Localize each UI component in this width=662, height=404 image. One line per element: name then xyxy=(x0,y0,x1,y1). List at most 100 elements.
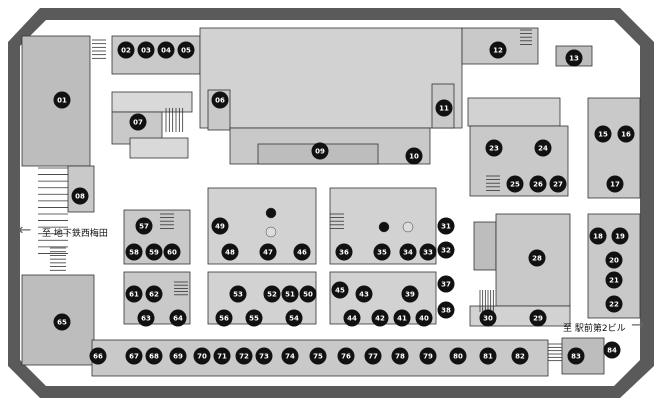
shop-marker-50[interactable]: 50 xyxy=(299,285,317,303)
shop-marker-circle xyxy=(259,243,277,261)
shop-marker-30[interactable]: 30 xyxy=(479,309,497,327)
shop-marker-33[interactable]: 33 xyxy=(419,243,437,261)
shop-marker-15[interactable]: 15 xyxy=(594,125,612,143)
shop-block xyxy=(199,27,463,129)
shop-marker-49[interactable]: 49 xyxy=(211,217,229,235)
shop-marker-84[interactable]: 84 xyxy=(603,341,621,359)
shop-marker-82[interactable]: 82 xyxy=(511,347,529,365)
shop-marker-76[interactable]: 76 xyxy=(337,347,355,365)
shop-marker-07[interactable]: 07 xyxy=(129,113,147,131)
shop-marker-26[interactable]: 26 xyxy=(529,175,547,193)
shop-marker-31[interactable]: 31 xyxy=(437,217,455,235)
shop-marker-20[interactable]: 20 xyxy=(605,251,623,269)
shop-marker-55[interactable]: 55 xyxy=(245,309,263,327)
shop-marker-60[interactable]: 60 xyxy=(163,243,181,261)
shop-marker-06[interactable]: 06 xyxy=(211,91,229,109)
shop-marker-37[interactable]: 37 xyxy=(437,275,455,293)
shop-marker-05[interactable]: 05 xyxy=(177,41,195,59)
shop-marker-19[interactable]: 19 xyxy=(611,227,629,245)
shop-marker-67[interactable]: 67 xyxy=(125,347,143,365)
shop-marker-21[interactable]: 21 xyxy=(605,271,623,289)
shop-number: 37 xyxy=(441,281,451,289)
shop-marker-46[interactable]: 46 xyxy=(293,243,311,261)
shop-marker-circle xyxy=(435,99,453,117)
shop-marker-68[interactable]: 68 xyxy=(145,347,163,365)
shop-marker-56[interactable]: 56 xyxy=(215,309,233,327)
shop-marker-01[interactable]: 01 xyxy=(53,91,71,109)
shop-marker-circle xyxy=(169,309,187,327)
shop-marker-42[interactable]: 42 xyxy=(371,309,389,327)
shop-marker-59[interactable]: 59 xyxy=(145,243,163,261)
shop-marker-54[interactable]: 54 xyxy=(285,309,303,327)
shop-marker-35[interactable]: 35 xyxy=(373,243,391,261)
exit-label-left: 至 地下鉄西梅田 xyxy=(42,229,108,239)
shop-marker-29[interactable]: 29 xyxy=(529,309,547,327)
shop-marker-39[interactable]: 39 xyxy=(401,285,419,303)
shop-marker-38[interactable]: 38 xyxy=(437,301,455,319)
shop-marker-13[interactable]: 13 xyxy=(565,49,583,67)
shop-marker-69[interactable]: 69 xyxy=(169,347,187,365)
shop-marker-circle xyxy=(371,309,389,327)
shop-marker-22[interactable]: 22 xyxy=(605,295,623,313)
shop-marker-70[interactable]: 70 xyxy=(193,347,211,365)
shop-marker-28[interactable]: 28 xyxy=(528,249,546,267)
shop-marker-79[interactable]: 79 xyxy=(419,347,437,365)
shop-marker-61[interactable]: 61 xyxy=(125,285,143,303)
shop-marker-04[interactable]: 04 xyxy=(157,41,175,59)
shop-marker-11[interactable]: 11 xyxy=(435,99,453,117)
shop-marker-16[interactable]: 16 xyxy=(617,125,635,143)
shop-number: 27 xyxy=(553,181,563,189)
shop-marker-03[interactable]: 03 xyxy=(137,41,155,59)
shop-number: 71 xyxy=(217,353,227,361)
shop-marker-32[interactable]: 32 xyxy=(437,241,455,259)
shop-marker-circle xyxy=(364,347,382,365)
shop-marker-44[interactable]: 44 xyxy=(343,309,361,327)
shop-marker-75[interactable]: 75 xyxy=(309,347,327,365)
shop-marker-48[interactable]: 48 xyxy=(221,243,239,261)
shop-marker-81[interactable]: 81 xyxy=(479,347,497,365)
shop-marker-09[interactable]: 09 xyxy=(311,142,329,160)
shop-number: 08 xyxy=(75,193,85,201)
shop-number: 63 xyxy=(141,315,151,323)
shop-marker-57[interactable]: 57 xyxy=(135,217,153,235)
shop-marker-58[interactable]: 58 xyxy=(125,243,143,261)
shop-marker-62[interactable]: 62 xyxy=(145,285,163,303)
shop-marker-17[interactable]: 17 xyxy=(606,175,624,193)
shop-marker-25[interactable]: 25 xyxy=(506,175,524,193)
shop-marker-65[interactable]: 65 xyxy=(53,313,71,331)
shop-marker-63[interactable]: 63 xyxy=(137,309,155,327)
shop-marker-45[interactable]: 45 xyxy=(331,281,349,299)
shop-marker-23[interactable]: 23 xyxy=(485,139,503,157)
shop-marker-77[interactable]: 77 xyxy=(364,347,382,365)
shop-marker-34[interactable]: 34 xyxy=(399,243,417,261)
shop-marker-72[interactable]: 72 xyxy=(235,347,253,365)
shop-marker-08[interactable]: 08 xyxy=(71,187,89,205)
shop-marker-27[interactable]: 27 xyxy=(549,175,567,193)
shop-marker-circle xyxy=(506,175,524,193)
shop-marker-73[interactable]: 73 xyxy=(255,347,273,365)
shop-number: 72 xyxy=(239,353,249,361)
shop-marker-52[interactable]: 52 xyxy=(263,285,281,303)
shop-marker-36[interactable]: 36 xyxy=(335,243,353,261)
shop-marker-53[interactable]: 53 xyxy=(229,285,247,303)
shop-marker-18[interactable]: 18 xyxy=(589,227,607,245)
shop-marker-12[interactable]: 12 xyxy=(489,41,507,59)
shop-marker-78[interactable]: 78 xyxy=(391,347,409,365)
shop-marker-43[interactable]: 43 xyxy=(355,285,373,303)
shop-marker-71[interactable]: 71 xyxy=(213,347,231,365)
shop-marker-10[interactable]: 10 xyxy=(405,147,423,165)
shop-marker-64[interactable]: 64 xyxy=(169,309,187,327)
shop-marker-circle xyxy=(163,243,181,261)
shop-marker-47[interactable]: 47 xyxy=(259,243,277,261)
shop-marker-66[interactable]: 66 xyxy=(89,347,107,365)
shop-marker-02[interactable]: 02 xyxy=(117,41,135,59)
shop-marker-41[interactable]: 41 xyxy=(393,309,411,327)
shop-marker-80[interactable]: 80 xyxy=(449,347,467,365)
shop-marker-24[interactable]: 24 xyxy=(534,139,552,157)
shop-marker-circle xyxy=(605,251,623,269)
shop-marker-40[interactable]: 40 xyxy=(415,309,433,327)
shop-marker-74[interactable]: 74 xyxy=(281,347,299,365)
exit-label-right: 至 駅前第2ビル xyxy=(563,324,626,334)
shop-marker-51[interactable]: 51 xyxy=(281,285,299,303)
shop-marker-83[interactable]: 83 xyxy=(567,347,585,365)
